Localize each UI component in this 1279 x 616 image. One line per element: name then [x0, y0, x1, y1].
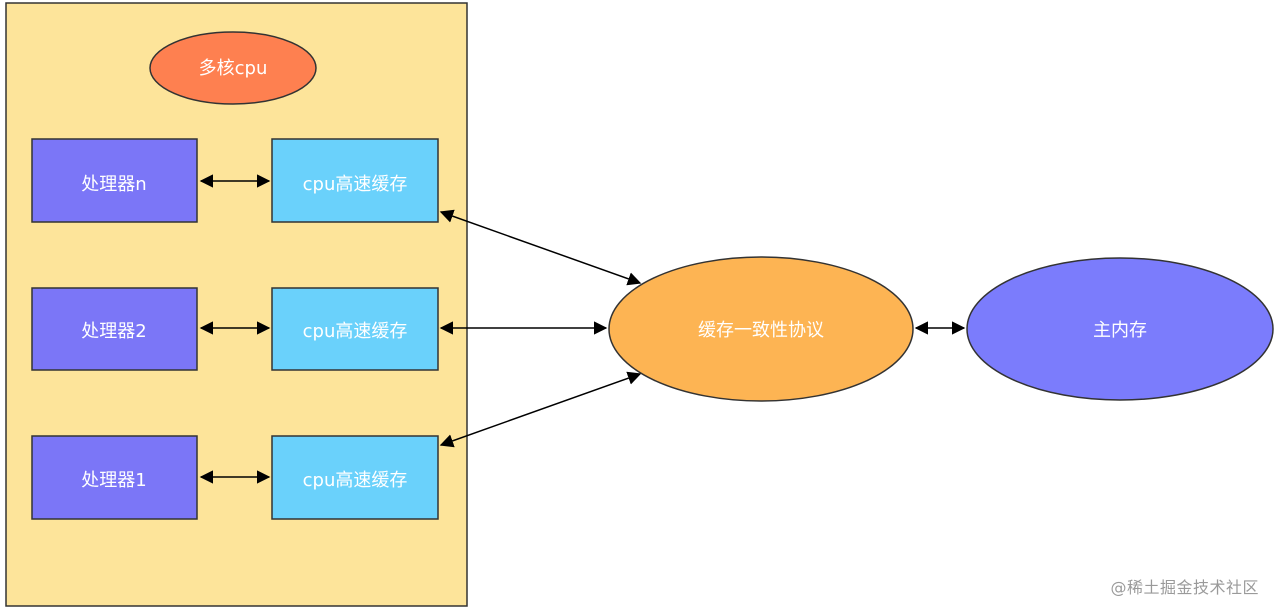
coherence-protocol-ellipse [608, 256, 914, 402]
multicore-title-ellipse [149, 31, 317, 105]
processor-n-label: 处理器n [81, 174, 146, 195]
watermark: @稀土掘金技术社区 [1110, 578, 1259, 597]
cache-2-label: cpu高速缓存 [303, 321, 408, 342]
main-memory-ellipse [966, 257, 1274, 401]
processor-1-label: 处理器1 [81, 470, 146, 491]
processor-n-box [31, 138, 198, 223]
processor-1-box [31, 435, 198, 520]
processor-2-label: 处理器2 [81, 321, 146, 342]
cache-1-box [271, 435, 439, 520]
cache-n-box [271, 138, 439, 223]
multicore-title: 多核cpu [199, 58, 268, 79]
cache-2-box [271, 287, 439, 371]
processor-2-box [31, 287, 198, 371]
arrow-cache-1-protocol [439, 371, 642, 448]
main-memory-label: 主内存 [1093, 320, 1147, 341]
cache-1-label: cpu高速缓存 [303, 470, 408, 491]
arrow-cache-n-protocol [439, 209, 642, 286]
cache-n-label: cpu高速缓存 [303, 174, 408, 195]
coherence-protocol-label: 缓存一致性协议 [698, 320, 824, 341]
